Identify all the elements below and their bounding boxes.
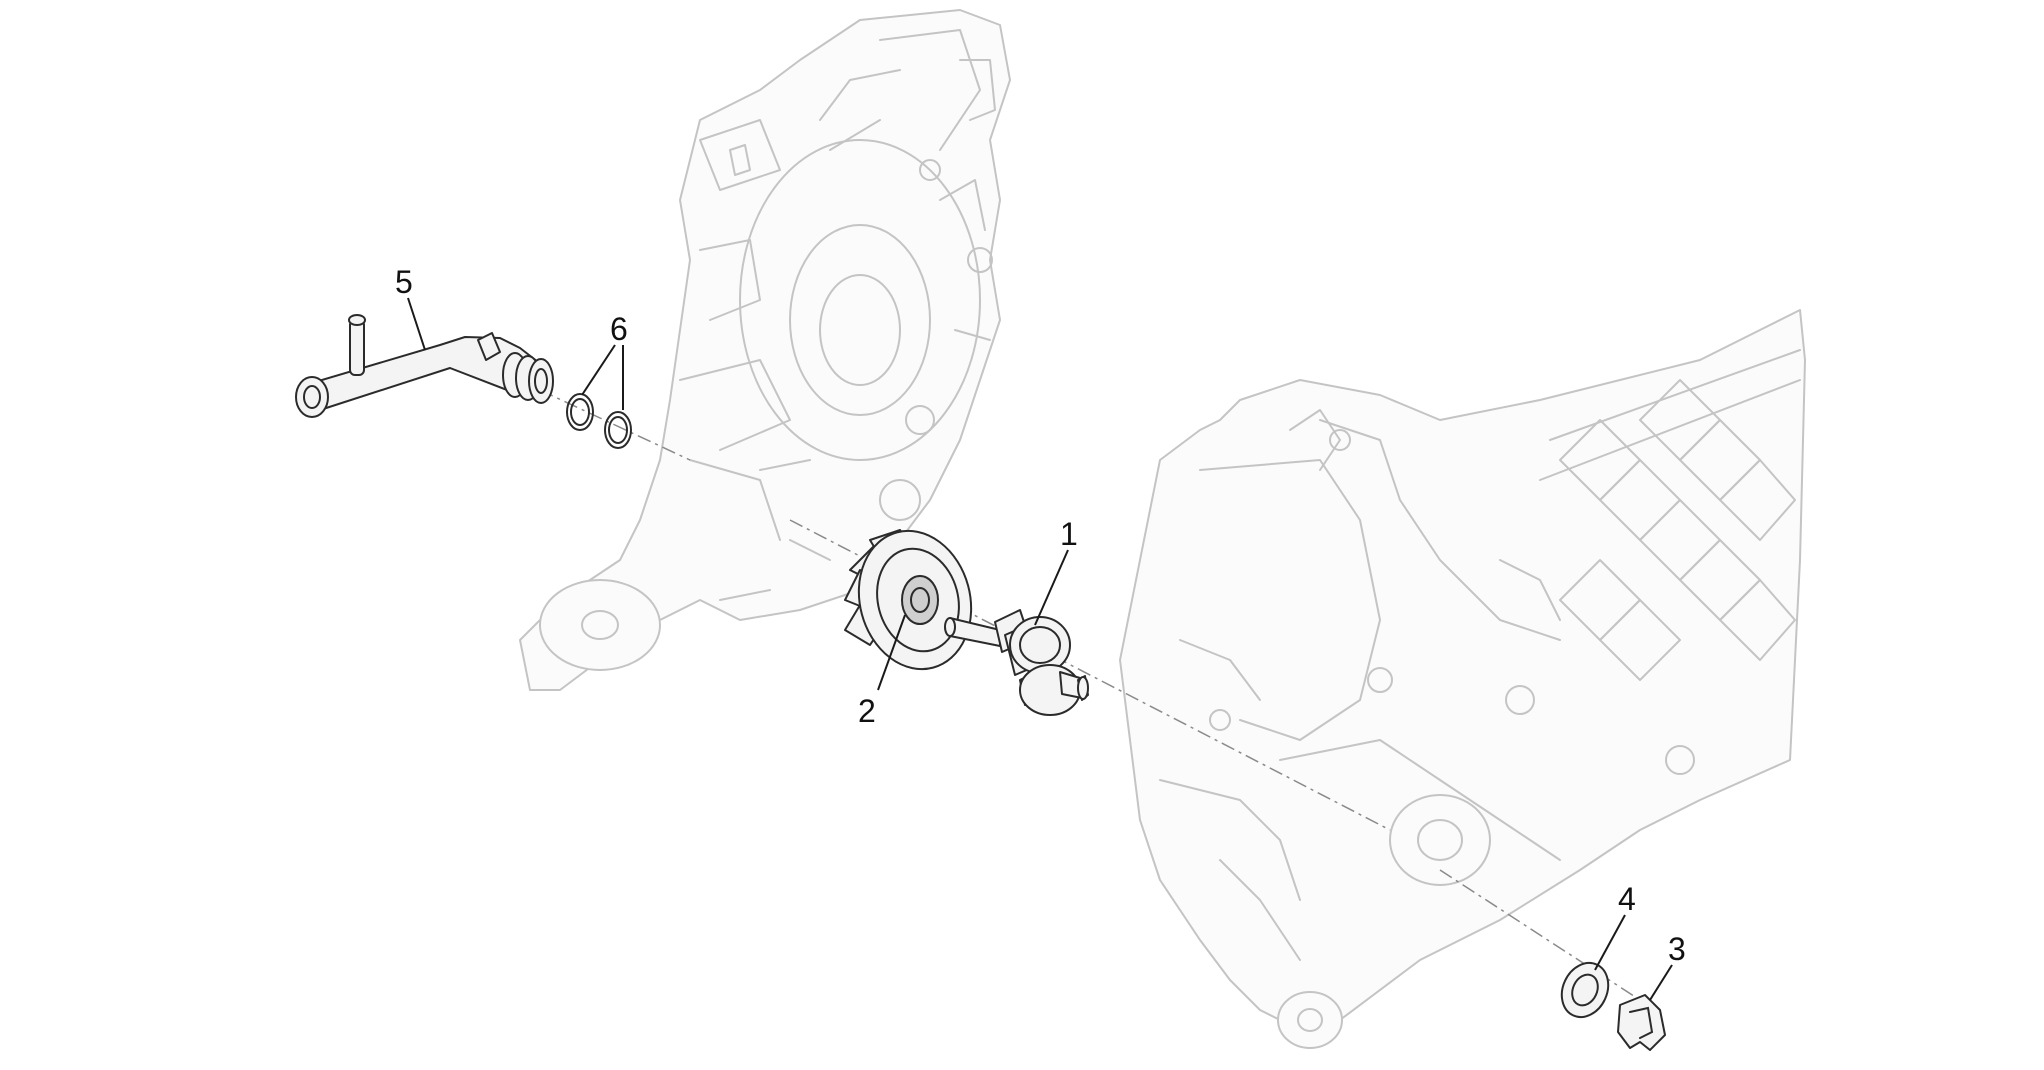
o-ring-2-inner [608, 416, 628, 444]
callout-3: 3 [1668, 931, 1686, 967]
circlip-part-3 [1617, 994, 1666, 1051]
leader-4 [1594, 914, 1626, 971]
coolant-pipe-part-5 [295, 314, 554, 418]
leader-5 [407, 297, 426, 351]
leader-1 [1034, 549, 1069, 626]
leader-2 [877, 614, 906, 691]
o-ring-1-inner [570, 398, 590, 426]
o-rings-part-6 [566, 393, 632, 449]
callout-labels: 1 2 3 4 5 6 [395, 264, 1686, 967]
callout-4: 4 [1618, 881, 1636, 917]
o-ring-2 [604, 411, 632, 449]
callout-2: 2 [858, 693, 876, 729]
callout-5: 5 [395, 264, 413, 300]
pump-shaft-part-1 [944, 609, 1089, 716]
axis-pipe-to-housing [539, 389, 691, 461]
o-ring-1 [566, 393, 594, 431]
washer-part-4 [1560, 961, 1610, 1019]
leader-lines [407, 297, 1673, 1001]
left-crankcase-housing [519, 9, 1011, 691]
right-crankcase-housing [1119, 309, 1806, 1049]
impeller-part-2 [844, 529, 973, 671]
callout-6: 6 [610, 311, 628, 347]
leader-3 [1649, 964, 1673, 1001]
callout-1: 1 [1060, 516, 1078, 552]
leader-6a [581, 344, 616, 396]
